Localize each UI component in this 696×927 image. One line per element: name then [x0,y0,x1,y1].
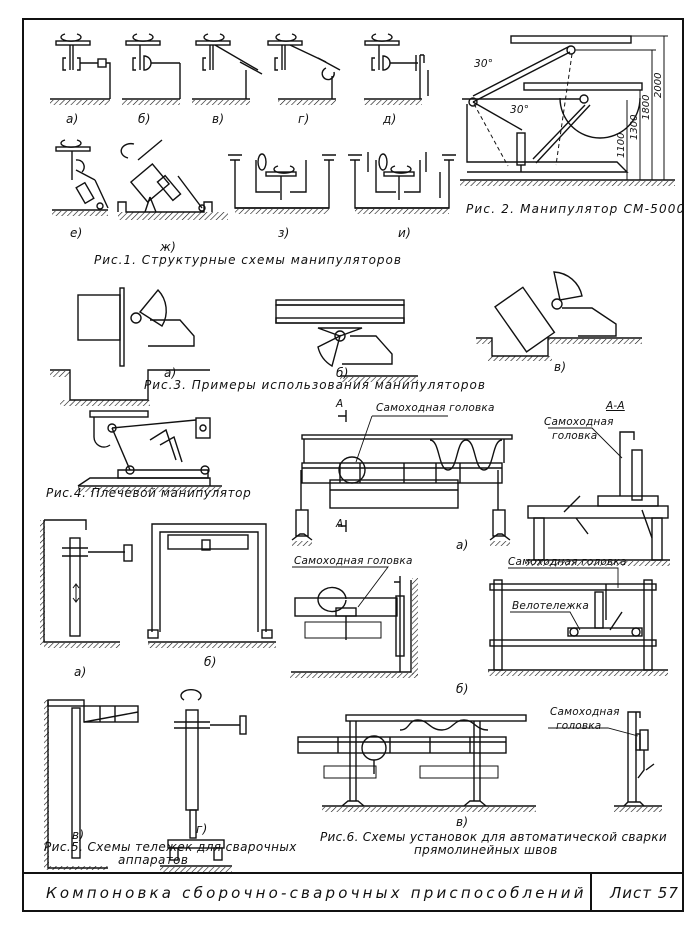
fig3-example-b [275,299,418,382]
fig5-caption-line1: Рис.5. Схемы тележек для сварочных [44,840,297,854]
fig6b-frame-cart [488,579,668,676]
fig1-scheme-b [122,33,181,105]
fig6v-callout-head-l1: Самоходная [550,706,620,718]
fig6a-callout-head: Самоходная головка [376,402,495,414]
fig3-label-b: б) [336,366,349,380]
fig6a-section-title: А-А [606,400,625,412]
fig4-arm-manipulator [77,410,222,492]
fig1-scheme-zh [117,139,228,220]
fig3-label-a: а) [164,366,177,380]
fig1-label-e: е) [70,226,83,240]
fig2-angle-upper: 30° [474,58,494,70]
sheet-number: Лист 57 [610,884,679,902]
fig4-caption: Рис.4. Плечевой манипулятор [46,486,252,500]
fig6v-label: в) [456,815,469,829]
fig2-manipulator-sm5000 [460,35,675,186]
fig1-label-g: г) [298,112,310,126]
fig1-scheme-d [364,33,429,105]
fig5-label-g: г) [196,822,208,836]
fig1-label-i: и) [398,226,412,240]
fig6a-callout-head-l2: головка [552,430,598,442]
fig6b-callout-bicycle-cart: Велотележка [512,600,589,612]
fig5-label-v: в) [72,828,85,842]
fig2-dim-1100: 1100 [616,132,627,158]
fig2-caption: Рис. 2. Манипулятор СМ-5000 [466,202,686,216]
fig5-cart-a [40,519,133,648]
fig3-example-v [476,271,642,361]
fig1-scheme-v [192,33,263,105]
fig5-cart-g [160,689,247,872]
fig6a-gantry [291,410,513,546]
fig6a-label: а) [456,538,469,552]
fig6v-gantry [297,714,536,812]
callout-leaders [292,415,639,737]
title-block [22,872,684,912]
fig6b-wall-console [290,576,418,678]
fig3-caption: Рис.3. Примеры использования манипулятор… [144,378,486,392]
fig3-label-v: в) [554,360,567,374]
fig1-label-zh: ж) [160,240,177,254]
fig5-label-b: б) [204,655,217,669]
fig6v-callout-head-l2: головка [556,720,602,732]
fig1-label-d: д) [383,112,397,126]
fig1-caption: Рис.1. Структурные схемы манипуляторов [94,253,402,267]
fig5-cart-b [147,523,276,648]
fig6b-label: б) [456,682,469,696]
fig6a-section-aa [526,431,670,566]
fig6a-section-mark-top: А [336,398,344,410]
fig2-dim-2000: 2000 [653,72,664,98]
fig5-cart-v [44,699,139,870]
fig1-label-b: б) [138,112,151,126]
fig6b-callout-head-right: Самоходная головка [508,556,627,568]
fig1-scheme-e [52,139,109,216]
fig5-caption-line2: аппаратов [118,853,189,867]
fig1-label-v: в) [212,112,225,126]
fig6v-side-view [614,711,662,812]
fig5-label-a: а) [74,665,87,679]
fig3-example-a [50,287,210,406]
fig6a-callout-head-l1: Самоходная [544,416,614,428]
fig1-scheme-i [348,152,456,214]
fig1-scheme-a [50,33,111,105]
sheet-title: Компоновка сборочно-сварочных приспособл… [46,884,587,902]
fig1-scheme-z [228,153,336,214]
fig6-caption-line2: прямолинейных швов [414,843,558,857]
fig1-scheme-g [267,33,341,105]
title-block-divider [590,872,592,912]
fig1-label-a: а) [66,112,79,126]
fig6a-section-mark-bottom: А [336,518,344,530]
drawing-frame [22,18,684,912]
fig6-caption-line1: Рис.6. Схемы установок для автоматическо… [320,830,667,844]
fig1-label-z: з) [278,226,290,240]
fig2-dim-1800: 1800 [641,94,652,120]
fig2-angle-lower: 30° [510,104,530,116]
fig6b-callout-head-left: Самоходная головка [294,555,413,567]
fig2-dim-1300: 1300 [629,114,640,140]
